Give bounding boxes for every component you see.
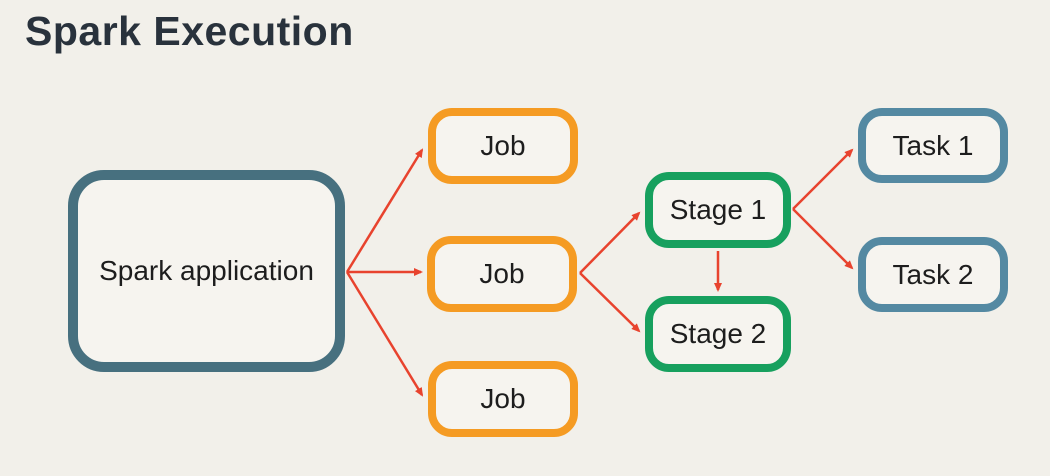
node-job-2: Job [427, 236, 577, 312]
node-stage-2-label: Stage 2 [669, 318, 767, 350]
node-stage-1: Stage 1 [645, 172, 791, 248]
node-job-1-label: Job [480, 130, 526, 162]
arrow-stage1-to-task2 [792, 208, 854, 270]
node-spark-application-label: Spark application [99, 255, 314, 287]
arrow-spark-to-job1 [345, 148, 424, 273]
node-job-3: Job [428, 361, 578, 437]
arrow-job2-to-stage1 [579, 211, 641, 274]
arrow-stage1-to-task1 [792, 148, 854, 210]
node-task-2: Task 2 [858, 237, 1008, 312]
node-spark-application: Spark application [68, 170, 345, 372]
node-stage-1-label: Stage 1 [669, 194, 767, 226]
node-task-1-label: Task 1 [892, 129, 974, 161]
node-stage-2: Stage 2 [645, 296, 791, 372]
diagram-title: Spark Execution [25, 8, 354, 54]
node-job-3-label: Job [480, 383, 526, 415]
node-job-1: Job [428, 108, 578, 184]
node-task-1: Task 1 [858, 108, 1008, 183]
arrow-job2-to-stage2 [579, 272, 641, 333]
arrow-spark-to-job3 [345, 271, 424, 397]
node-job-2-label: Job [479, 258, 525, 290]
node-task-2-label: Task 2 [892, 258, 974, 290]
